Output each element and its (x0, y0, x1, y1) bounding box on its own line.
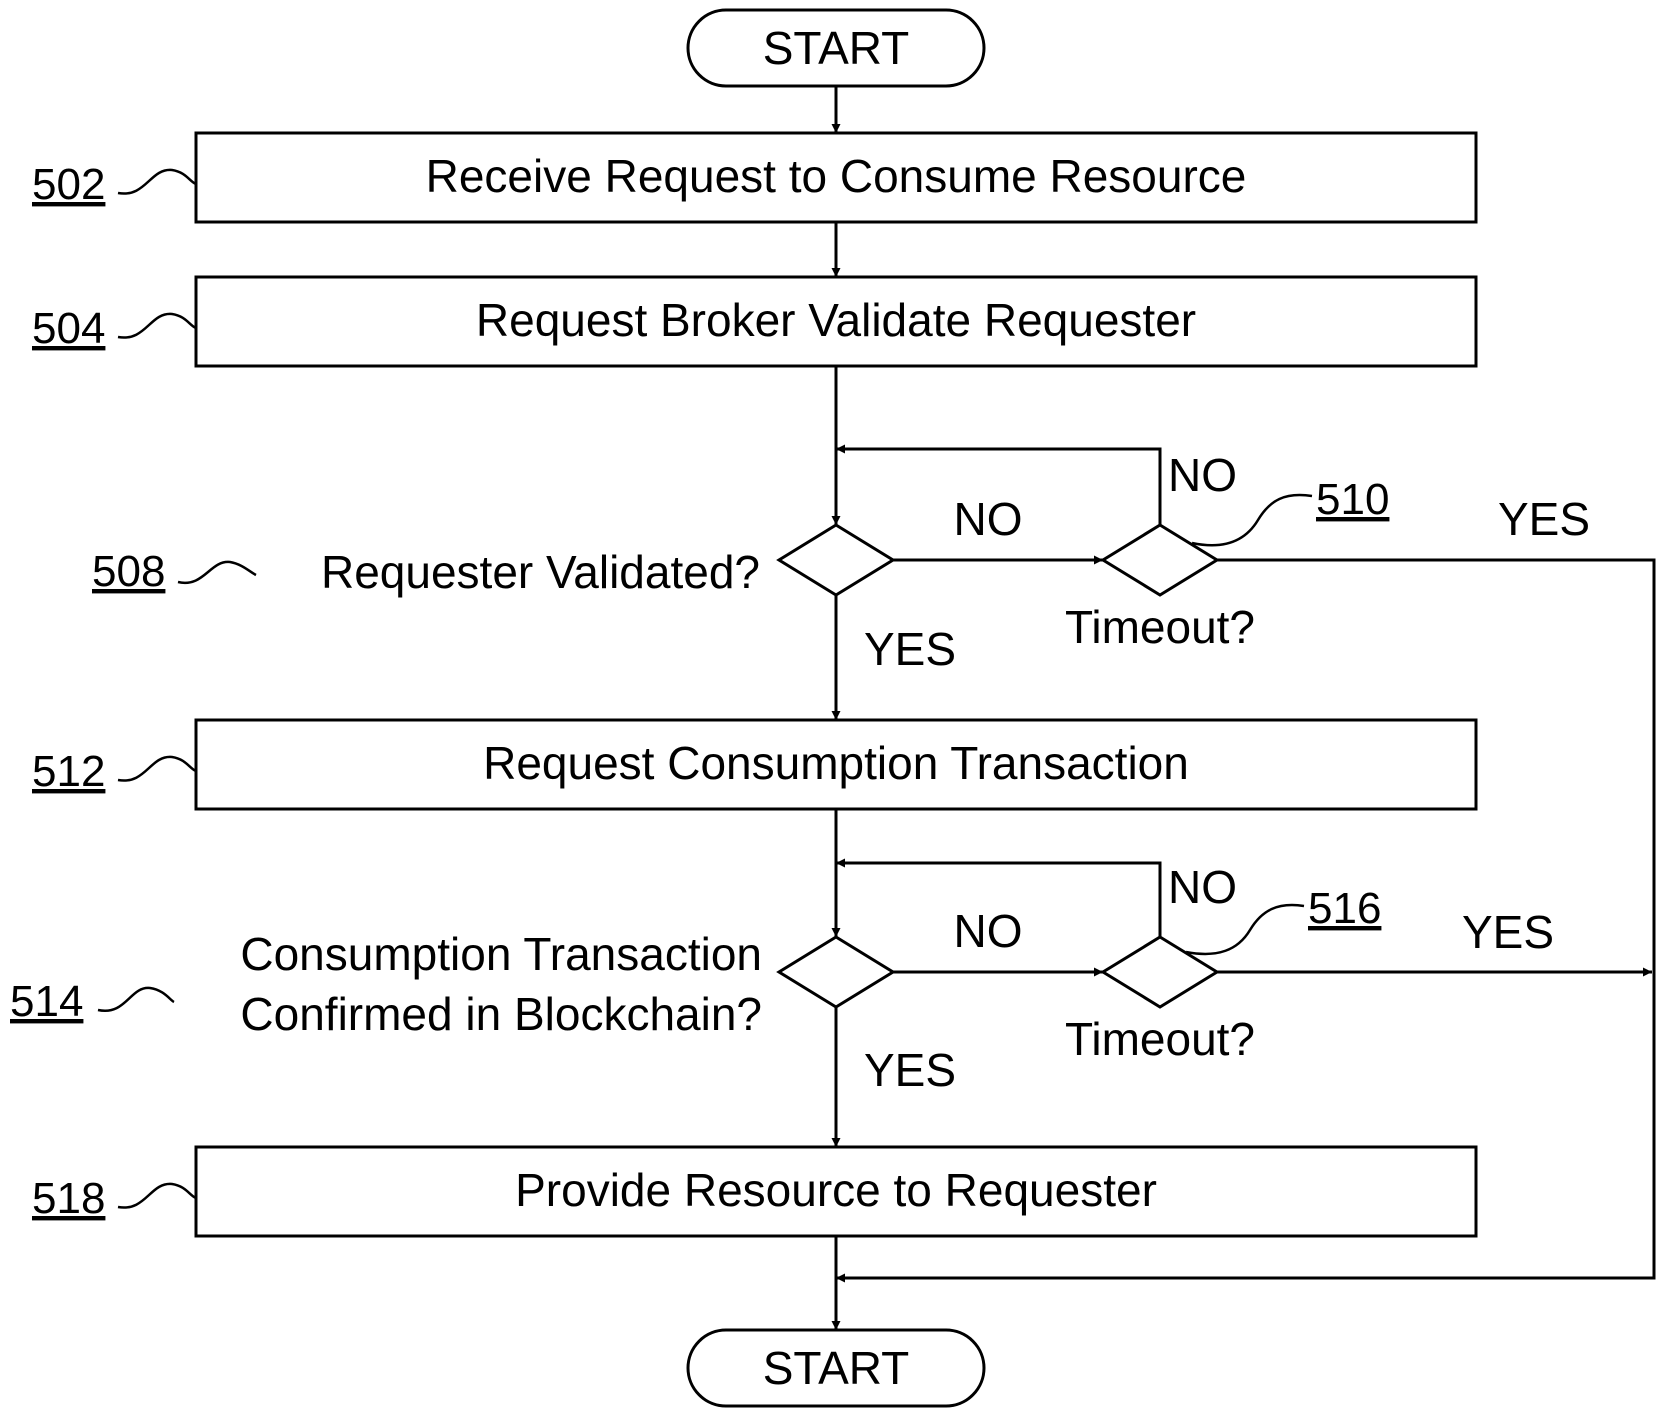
ref-508: 508 (92, 547, 165, 596)
ref-512: 512 (32, 747, 105, 796)
leader-518 (118, 1184, 196, 1208)
decision-510-diamond (1103, 525, 1217, 595)
step-512-box: Request Consumption Transaction (196, 720, 1476, 809)
step-504-text: Request Broker Validate Requester (476, 294, 1196, 346)
label-516-yes: YES (1462, 906, 1554, 958)
decision-514-text-line1: Consumption Transaction (240, 928, 762, 980)
step-512-text: Request Consumption Transaction (483, 737, 1189, 789)
decision-516-diamond (1103, 937, 1217, 1007)
decision-508-diamond (779, 525, 893, 595)
leader-502 (118, 170, 196, 194)
step-518-text: Provide Resource to Requester (515, 1164, 1157, 1216)
decision-508-text: Requester Validated? (321, 546, 760, 598)
leader-512 (118, 757, 196, 781)
label-510-yes: YES (1498, 493, 1590, 545)
step-502-text: Receive Request to Consume Resource (426, 150, 1247, 202)
ref-504: 504 (32, 304, 105, 353)
ref-514: 514 (10, 977, 83, 1026)
ref-502: 502 (32, 160, 105, 209)
step-518-box: Provide Resource to Requester (196, 1147, 1476, 1236)
label-514-yes: YES (864, 1044, 956, 1096)
decision-514-diamond (779, 937, 893, 1007)
label-508-no: NO (954, 493, 1023, 545)
label-516-no: NO (1168, 861, 1237, 913)
start-terminal-bottom: START (688, 1330, 984, 1406)
label-510-no: NO (1168, 449, 1237, 501)
label-508-yes: YES (864, 623, 956, 675)
decision-514-text-line2: Confirmed in Blockchain? (240, 988, 762, 1040)
leader-514 (98, 988, 174, 1011)
ref-518: 518 (32, 1174, 105, 1223)
start-bottom-label: START (763, 1342, 910, 1394)
decision-510-text: Timeout? (1065, 601, 1255, 653)
step-502-box: Receive Request to Consume Resource (196, 133, 1476, 222)
ref-510: 510 (1316, 475, 1389, 524)
step-504-box: Request Broker Validate Requester (196, 277, 1476, 366)
start-top-label: START (763, 22, 910, 74)
leader-510 (1192, 495, 1312, 545)
ref-516: 516 (1308, 884, 1381, 933)
start-terminal-top: START (688, 10, 984, 86)
leader-504 (118, 314, 196, 338)
decision-516-text: Timeout? (1065, 1013, 1255, 1065)
label-514-no: NO (954, 905, 1023, 957)
leader-508 (178, 562, 256, 583)
